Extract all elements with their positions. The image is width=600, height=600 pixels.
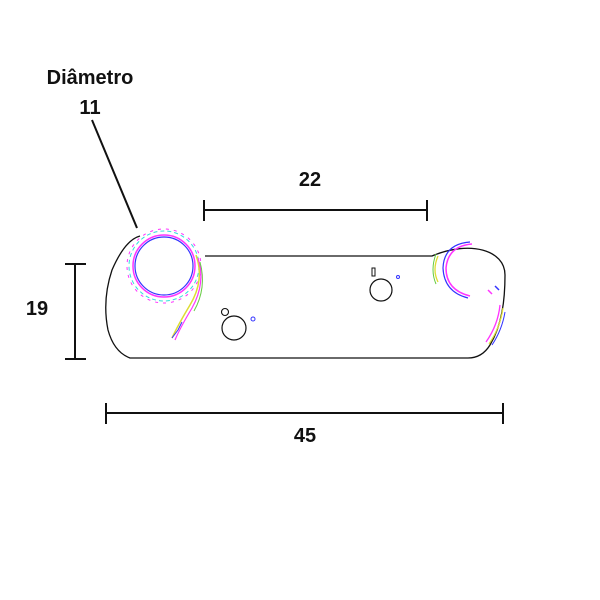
dimension-22 [203,200,428,221]
right-bore [432,241,506,346]
height-label: 19 [25,298,49,320]
length-label: 45 [293,425,317,447]
center-distance-label: 22 [298,169,322,191]
dimension-45 [105,403,504,424]
dimension-19 [65,263,86,360]
part-outline [105,235,506,359]
small-hole-right [369,267,400,302]
diameter-leader-line [91,119,138,229]
left-bore [126,228,203,341]
small-hole-left [220,307,256,341]
diameter-value-label: 11 [79,97,101,119]
diameter-title-label: Diâmetro [46,67,134,89]
